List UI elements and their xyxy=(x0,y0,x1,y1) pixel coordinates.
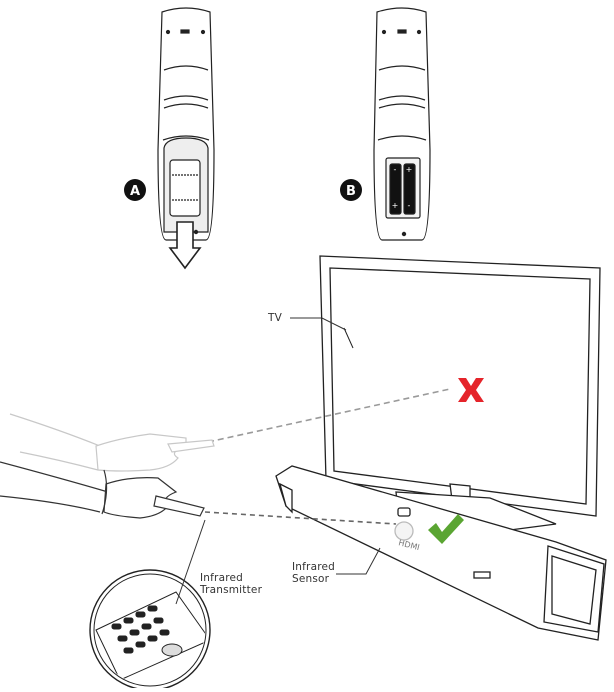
hand-lower xyxy=(0,461,205,519)
battery-1-minus: - xyxy=(394,165,397,174)
battery-polarity-marks: - + + - xyxy=(392,165,413,210)
hand-upper-faded xyxy=(9,413,215,472)
arrow-down-icon xyxy=(168,221,202,270)
remote-a xyxy=(157,7,215,241)
sensor-label-line2: Sensor xyxy=(292,573,330,585)
ir-beam-wrong xyxy=(207,388,451,443)
sensor-leader-line xyxy=(336,547,381,575)
battery-2-minus: - xyxy=(408,201,411,210)
battery-2-plus: + xyxy=(406,165,413,174)
transmitter-label: Infrared Transmitter xyxy=(200,572,262,596)
remote-b xyxy=(373,7,431,241)
tv-leader-line xyxy=(290,317,347,331)
step-badge-b: B xyxy=(340,179,362,201)
x-mark-icon xyxy=(458,378,484,402)
step-a-label: A xyxy=(130,184,140,199)
transmitter-label-line2: Transmitter xyxy=(200,584,263,596)
battery-1-plus: + xyxy=(392,201,399,210)
transmitter-leader-line xyxy=(175,519,206,605)
leader-lines xyxy=(175,317,381,605)
tv-label: TV xyxy=(268,312,282,324)
step-b-label: B xyxy=(346,184,356,199)
transmitter-closeup xyxy=(89,569,211,691)
transmitter-label-line1: Infrared xyxy=(200,572,244,584)
step-badge-a: A xyxy=(124,179,146,201)
sensor-label: Infrared Sensor xyxy=(292,561,335,585)
sensor-label-line1: Infrared xyxy=(292,561,336,573)
tv xyxy=(319,255,601,531)
soundbar xyxy=(275,465,607,641)
ir-beam-correct xyxy=(204,511,397,525)
check-mark-icon xyxy=(428,514,464,544)
